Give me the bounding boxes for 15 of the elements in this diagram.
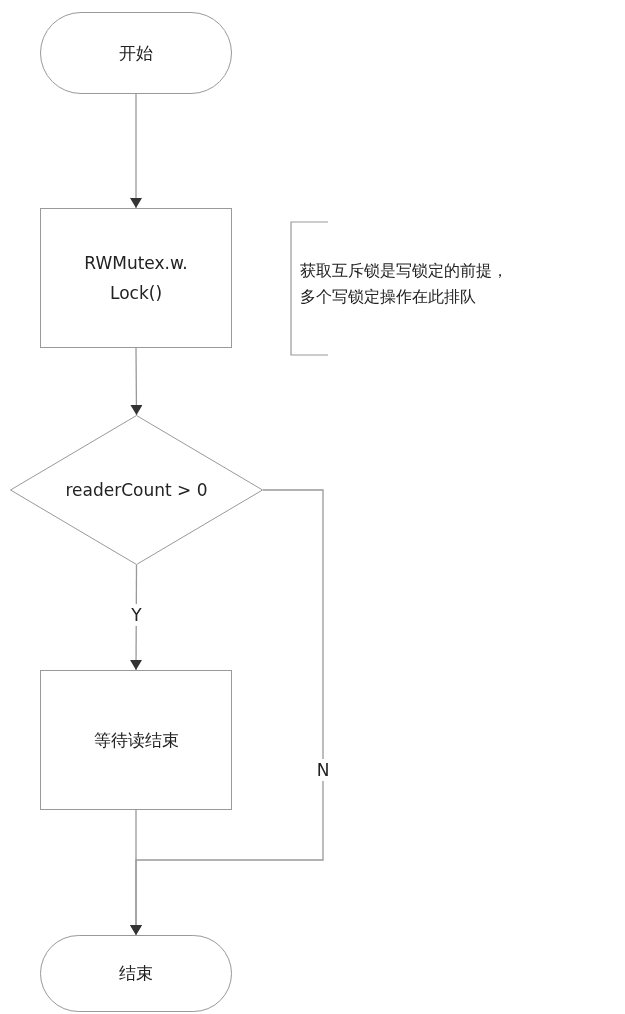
node-text: 开始 bbox=[118, 41, 154, 65]
node-text: RWMutex.w. Lock() bbox=[83, 252, 189, 305]
node-text: 结束 bbox=[118, 962, 154, 985]
edge-label: Y bbox=[130, 604, 143, 626]
decision-diamond bbox=[10, 415, 263, 565]
arrow bbox=[130, 93, 142, 209]
node-text: readerCount > 0 bbox=[64, 480, 209, 500]
edge-label: N bbox=[315, 759, 331, 781]
process-box bbox=[40, 670, 232, 810]
arrow bbox=[130, 347, 143, 416]
annotation-note: 获取互斥锁是写锁定的前提，多个写锁定操作在此排队 bbox=[300, 260, 509, 308]
node-text: 等待读结束 bbox=[92, 728, 180, 752]
process-box bbox=[40, 208, 232, 348]
arrow bbox=[130, 809, 142, 936]
arrow bbox=[130, 564, 143, 671]
